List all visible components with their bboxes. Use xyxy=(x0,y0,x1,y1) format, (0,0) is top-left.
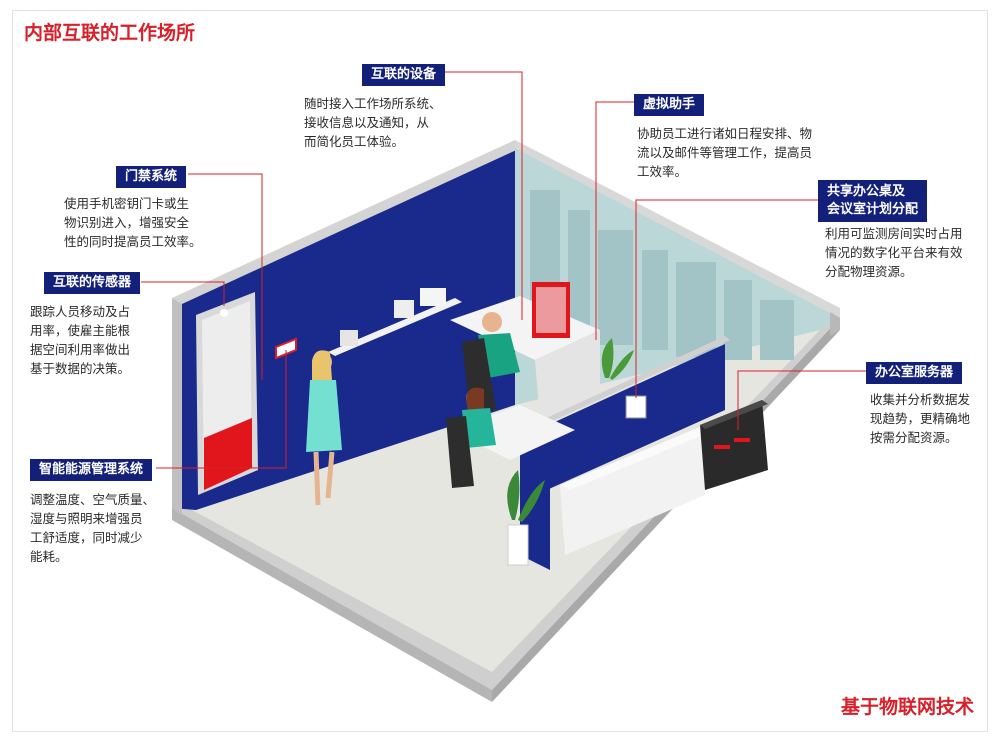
back-desk-side xyxy=(535,330,600,420)
callout-desc-energy: 调整温度、空气质量、 湿度与照明来增强员 工舒适度，同时减少 能耗。 xyxy=(30,490,155,566)
woman-leg-right xyxy=(325,451,335,499)
desc-line: 跟踪人员移动及占 xyxy=(30,304,131,319)
desc-line: 协助员工进行诸如日程安排、物 xyxy=(637,126,813,141)
desc-line: 随时接入工作场所系统、 xyxy=(304,96,442,111)
access-reader xyxy=(220,309,228,317)
desc-line: 收集并分析数据发 xyxy=(870,392,971,407)
cabinets-top xyxy=(560,425,715,490)
callout-label-assistant: 虚拟助手 xyxy=(634,94,705,116)
cabinets xyxy=(560,425,705,555)
callout-desc-server: 收集并分析数据发 现趋势，更精确地 按需分配资源。 xyxy=(870,390,970,447)
plant-pot-front xyxy=(507,524,529,566)
desc-line: 工效率。 xyxy=(637,164,688,179)
leader-devices xyxy=(444,71,523,320)
leader-sensors xyxy=(141,281,225,306)
room-schedule-panel xyxy=(625,395,647,419)
shelf-router xyxy=(394,300,414,318)
woman-leg-left xyxy=(313,451,321,506)
woman-worker-hair xyxy=(466,387,484,412)
callout-label-server: 办公室服务器 xyxy=(866,362,963,384)
leader-shared xyxy=(635,199,827,398)
label-line: 共享办公桌及 xyxy=(827,184,906,199)
desc-line: 使用手机密钥门卡或生 xyxy=(64,196,190,211)
left-wall-top xyxy=(172,140,525,304)
server-light-2 xyxy=(734,438,750,442)
desc-line: 用率，使雇主能根 xyxy=(30,323,131,338)
leader-server xyxy=(737,370,868,430)
wall-sign xyxy=(275,337,297,360)
man-head xyxy=(482,312,502,332)
desc-line: 工舒适度，同时减少 xyxy=(30,530,143,545)
desc-line: 流以及邮件等管理工作，提高员 xyxy=(637,145,813,160)
desc-line: 利用可监测房间实时占用 xyxy=(825,226,963,241)
callout-desc-devices: 随时接入工作场所系统、 接收信息以及通知，从 而简化员工体验。 xyxy=(304,94,442,151)
desc-line: 据空间利用率做出 xyxy=(30,342,131,357)
left-wall-edge xyxy=(172,298,182,515)
desc-line: 基于数据的决策。 xyxy=(30,361,131,376)
desc-line: 现趋势，更精确地 xyxy=(870,411,971,426)
left-wall xyxy=(172,148,515,510)
callout-desc-sensors: 跟踪人员移动及占 用率，使雇主能根 据空间利用率做出 基于数据的决策。 xyxy=(30,302,130,378)
callout-label-energy: 智能能源管理系统 xyxy=(30,459,153,481)
footer-title: 基于物联网技术 xyxy=(840,696,974,718)
leader-energy xyxy=(156,350,287,469)
red-monitor-screen xyxy=(536,287,566,333)
desc-line: 接收信息以及通知，从 xyxy=(304,115,430,130)
callout-desc-access: 使用手机密钥门卡或生 物识别进入，增强安全 性的同时提高员工效率。 xyxy=(64,194,202,251)
back-desk xyxy=(450,296,600,360)
server-top xyxy=(700,400,768,429)
shelf-device xyxy=(340,330,358,346)
partition xyxy=(520,344,725,502)
callout-label-sensors: 互联的传感器 xyxy=(44,272,141,294)
callout-desc-assistant: 协助员工进行诸如日程安排、物 流以及邮件等管理工作，提高员 工效率。 xyxy=(637,124,812,181)
desc-line: 湿度与照明来增强员 xyxy=(30,511,143,526)
desc-line: 按需分配资源。 xyxy=(870,430,958,445)
wall-shelf xyxy=(328,298,462,356)
plant-front xyxy=(507,470,545,522)
page-title: 内部互联的工作场所 xyxy=(24,22,196,44)
front-desk xyxy=(450,405,575,460)
callout-label-access: 门禁系统 xyxy=(116,166,187,188)
desc-line: 能耗。 xyxy=(30,549,68,564)
callout-desc-shared: 利用可监测房间实时占用 情况的数字化平台来有效 分配物理资源。 xyxy=(825,224,963,281)
woman-dress xyxy=(306,380,342,452)
base-front-left xyxy=(172,508,492,702)
partition-top xyxy=(520,336,730,435)
server-light-1 xyxy=(714,445,730,449)
door-red-panel xyxy=(204,418,252,490)
desc-line: 调整温度、空气质量、 xyxy=(30,492,156,507)
desc-line: 性的同时提高员工效率。 xyxy=(64,234,202,249)
leader-lines xyxy=(141,71,868,469)
woman-hair xyxy=(312,350,332,382)
right-wall-edge xyxy=(830,312,840,336)
desc-line: 分配物理资源。 xyxy=(825,264,913,279)
leader-assistant xyxy=(595,101,634,340)
callout-label-devices: 互联的设备 xyxy=(362,64,446,86)
desc-line: 物识别进入，增强安全 xyxy=(64,215,190,230)
leader-access xyxy=(188,173,263,380)
desc-line: 而简化员工体验。 xyxy=(304,134,405,149)
shelf-box xyxy=(420,288,446,306)
label-line: 会议室计划分配 xyxy=(827,202,919,217)
callout-label-shared: 共享办公桌及 会议室计划分配 xyxy=(818,180,928,222)
woman-worker-body xyxy=(462,408,496,448)
desc-line: 情况的数字化平台来有效 xyxy=(825,245,963,260)
front-chair xyxy=(446,416,474,488)
plant-back xyxy=(601,338,634,380)
